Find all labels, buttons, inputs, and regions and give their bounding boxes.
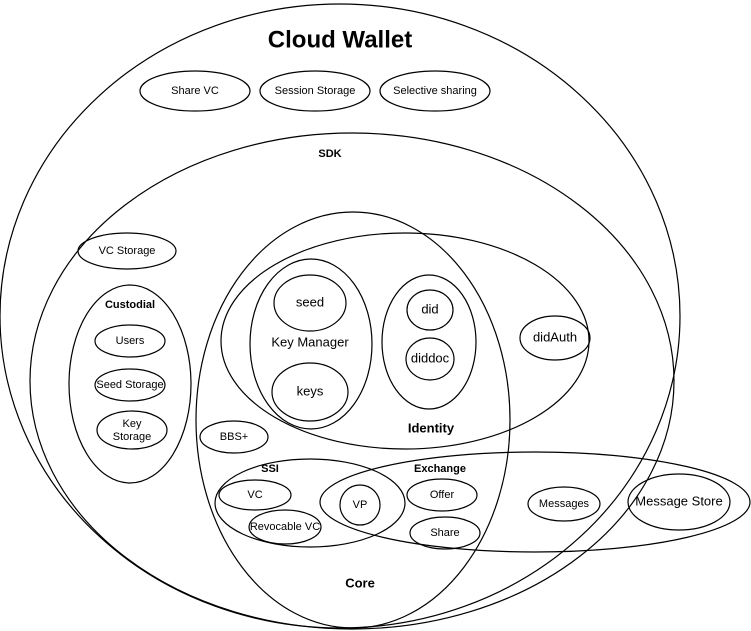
vp-label: VP xyxy=(353,499,368,511)
core-ellipse xyxy=(195,211,511,629)
custodial-label: Custodial xyxy=(105,299,155,311)
share-label: Share xyxy=(430,527,459,539)
users-ellipse xyxy=(94,324,166,358)
offer-label: Offer xyxy=(430,489,455,501)
identity-label: Identity xyxy=(408,420,455,435)
custodial-ellipse xyxy=(68,284,192,484)
sdk-ellipse xyxy=(29,132,675,630)
didauth-label: didAuth xyxy=(533,329,577,344)
messages-label: Messages xyxy=(539,498,590,510)
offer-ellipse xyxy=(406,478,478,512)
ssi-label: SSI xyxy=(261,463,279,475)
key-storage-label-line2: Storage xyxy=(113,431,152,443)
message-store-label: Message Store xyxy=(635,493,722,508)
diddoc-ellipse xyxy=(405,337,455,381)
sdk-label: SDK xyxy=(318,148,341,160)
diagram-title: Cloud Wallet xyxy=(268,26,412,53)
key-storage-ellipse xyxy=(96,410,168,450)
session-storage-label: Session Storage xyxy=(275,85,356,97)
selective-sharing-ellipse xyxy=(379,70,491,112)
share-ellipse xyxy=(409,516,481,550)
exchange-ellipse xyxy=(319,451,751,553)
users-label: Users xyxy=(116,335,145,347)
seed-storage-ellipse xyxy=(94,368,166,402)
messages-ellipse xyxy=(527,486,601,522)
seed-ellipse xyxy=(273,274,347,332)
identity-ellipse xyxy=(220,232,590,450)
vc-storage-label: VC Storage xyxy=(99,245,156,257)
vc-ellipse xyxy=(218,479,292,511)
exchange-label: Exchange xyxy=(414,463,466,475)
core-label: Core xyxy=(345,575,375,590)
revocable-vc-ellipse xyxy=(248,509,322,545)
diddoc-label: diddoc xyxy=(411,350,450,365)
seed-label: seed xyxy=(296,294,324,309)
key-storage-label-line1: Key xyxy=(123,418,142,430)
share-vc-label: Share VC xyxy=(171,85,219,97)
vc-label: VC xyxy=(247,489,262,501)
cloud-wallet-ellipse xyxy=(0,3,681,629)
ssi-ellipse xyxy=(214,458,406,548)
bbs-label: BBS+ xyxy=(220,431,248,443)
did-group-ellipse xyxy=(381,274,477,410)
selective-sharing-label: Selective sharing xyxy=(393,85,477,97)
didauth-ellipse xyxy=(519,315,591,361)
did-label: did xyxy=(421,301,438,316)
share-vc-ellipse xyxy=(139,70,251,112)
revocable-vc-label: Revocable VC xyxy=(250,521,320,533)
keys-ellipse xyxy=(271,362,349,422)
vc-storage-ellipse xyxy=(77,232,177,270)
key-manager-ellipse xyxy=(249,258,373,430)
vp-ellipse xyxy=(339,484,381,526)
message-store-ellipse xyxy=(627,473,731,531)
key-manager-label: Key Manager xyxy=(271,334,349,349)
keys-label: keys xyxy=(297,383,324,398)
bbs-ellipse xyxy=(199,420,269,454)
session-storage-ellipse xyxy=(259,70,371,112)
seed-storage-label: Seed Storage xyxy=(96,379,163,391)
did-ellipse xyxy=(406,289,454,331)
